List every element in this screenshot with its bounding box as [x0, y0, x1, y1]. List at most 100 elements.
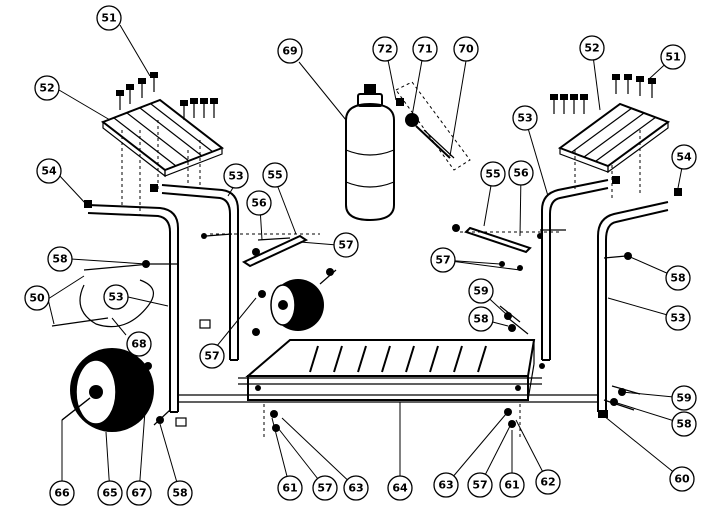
callout-58: 58 — [167, 480, 193, 506]
callout-67: 67 — [126, 480, 152, 506]
svg-text:59: 59 — [473, 285, 488, 298]
callout-63: 63 — [433, 472, 459, 498]
callout-51: 51 — [96, 5, 122, 31]
svg-text:67: 67 — [131, 487, 146, 500]
callout-53: 53 — [665, 305, 691, 331]
callout-57: 57 — [467, 472, 493, 498]
svg-text:55: 55 — [267, 169, 282, 182]
left-frame-legs — [87, 184, 239, 413]
callout-56: 56 — [246, 190, 272, 216]
svg-text:61: 61 — [504, 479, 519, 492]
svg-text:54: 54 — [41, 165, 57, 178]
callout-50: 50 — [24, 285, 50, 311]
cross-braces — [178, 377, 598, 403]
callout-71: 71 — [412, 36, 438, 62]
svg-text:52: 52 — [584, 42, 599, 55]
svg-text:60: 60 — [674, 473, 690, 486]
callout-63: 63 — [343, 475, 369, 501]
callout-53: 53 — [103, 284, 129, 310]
svg-text:68: 68 — [131, 338, 146, 351]
svg-text:57: 57 — [472, 479, 487, 492]
callout-57: 57 — [333, 232, 359, 258]
svg-text:65: 65 — [102, 487, 117, 500]
svg-text:56: 56 — [251, 197, 267, 210]
svg-text:54: 54 — [676, 151, 692, 164]
svg-text:58: 58 — [52, 253, 67, 266]
svg-text:58: 58 — [473, 313, 488, 326]
leader-lines — [47, 24, 685, 494]
callout-61: 61 — [499, 472, 525, 498]
svg-text:53: 53 — [517, 112, 532, 125]
left-side-shelf — [100, 98, 225, 215]
right-frame-legs — [541, 179, 669, 413]
callout-55: 55 — [262, 162, 288, 188]
svg-text:69: 69 — [282, 45, 297, 58]
wire-loop — [51, 263, 155, 328]
svg-text:59: 59 — [676, 392, 691, 405]
callout-68: 68 — [126, 331, 152, 357]
axle-brackets — [210, 226, 560, 268]
callout-53: 53 — [223, 163, 249, 189]
callout-70: 70 — [453, 36, 479, 62]
svg-text:63: 63 — [348, 482, 363, 495]
callout-69: 69 — [277, 38, 303, 64]
callout-54: 54 — [36, 158, 62, 184]
svg-text:63: 63 — [438, 479, 453, 492]
svg-text:57: 57 — [435, 254, 450, 267]
svg-text:52: 52 — [39, 82, 54, 95]
callout-52: 52 — [34, 75, 60, 101]
callout-53: 53 — [512, 105, 538, 131]
svg-text:53: 53 — [228, 170, 243, 183]
propane-tank — [345, 84, 395, 222]
svg-text:57: 57 — [338, 239, 353, 252]
svg-text:56: 56 — [513, 167, 529, 180]
callout-58: 58 — [468, 306, 494, 332]
hardware-fasteners — [61, 176, 682, 440]
callout-62: 62 — [535, 469, 561, 495]
svg-text:53: 53 — [108, 291, 123, 304]
callout-58: 58 — [665, 265, 691, 291]
bottom-grate — [245, 339, 536, 401]
svg-text:71: 71 — [417, 43, 432, 56]
svg-text:53: 53 — [670, 312, 685, 325]
right-side-shelf — [557, 102, 671, 200]
callout-72: 72 — [372, 36, 398, 62]
svg-text:66: 66 — [54, 487, 70, 500]
svg-text:58: 58 — [172, 487, 187, 500]
callout-59: 59 — [468, 278, 494, 304]
callout-54: 54 — [671, 144, 697, 170]
callout-57: 57 — [430, 247, 456, 273]
left-shelf-screws — [116, 72, 218, 120]
small-wheel — [270, 279, 324, 331]
callout-59: 59 — [671, 385, 697, 411]
callout-57: 57 — [199, 343, 225, 369]
callout-61: 61 — [277, 475, 303, 501]
callout-55: 55 — [480, 161, 506, 187]
callout-64: 64 — [387, 475, 413, 501]
right-shelf-screws — [550, 74, 656, 114]
svg-text:58: 58 — [676, 418, 691, 431]
callout-57: 57 — [312, 475, 338, 501]
svg-text:62: 62 — [540, 476, 555, 489]
callout-51: 51 — [660, 44, 686, 70]
svg-text:51: 51 — [665, 51, 680, 64]
callout-60: 60 — [669, 466, 695, 492]
large-wheel — [61, 348, 154, 432]
callout-58: 58 — [47, 246, 73, 272]
callout-58: 58 — [671, 411, 697, 437]
svg-text:64: 64 — [392, 482, 408, 495]
regulator-hose-assembly — [395, 81, 471, 171]
svg-text:51: 51 — [101, 12, 116, 25]
callout-56: 56 — [508, 160, 534, 186]
svg-text:55: 55 — [485, 168, 500, 181]
svg-text:72: 72 — [377, 43, 392, 56]
svg-text:57: 57 — [317, 482, 332, 495]
svg-text:57: 57 — [204, 350, 219, 363]
svg-text:61: 61 — [282, 482, 297, 495]
svg-text:58: 58 — [670, 272, 685, 285]
svg-text:70: 70 — [458, 43, 474, 56]
callout-66: 66 — [49, 480, 75, 506]
callout-65: 65 — [97, 480, 123, 506]
svg-text:50: 50 — [29, 292, 45, 305]
